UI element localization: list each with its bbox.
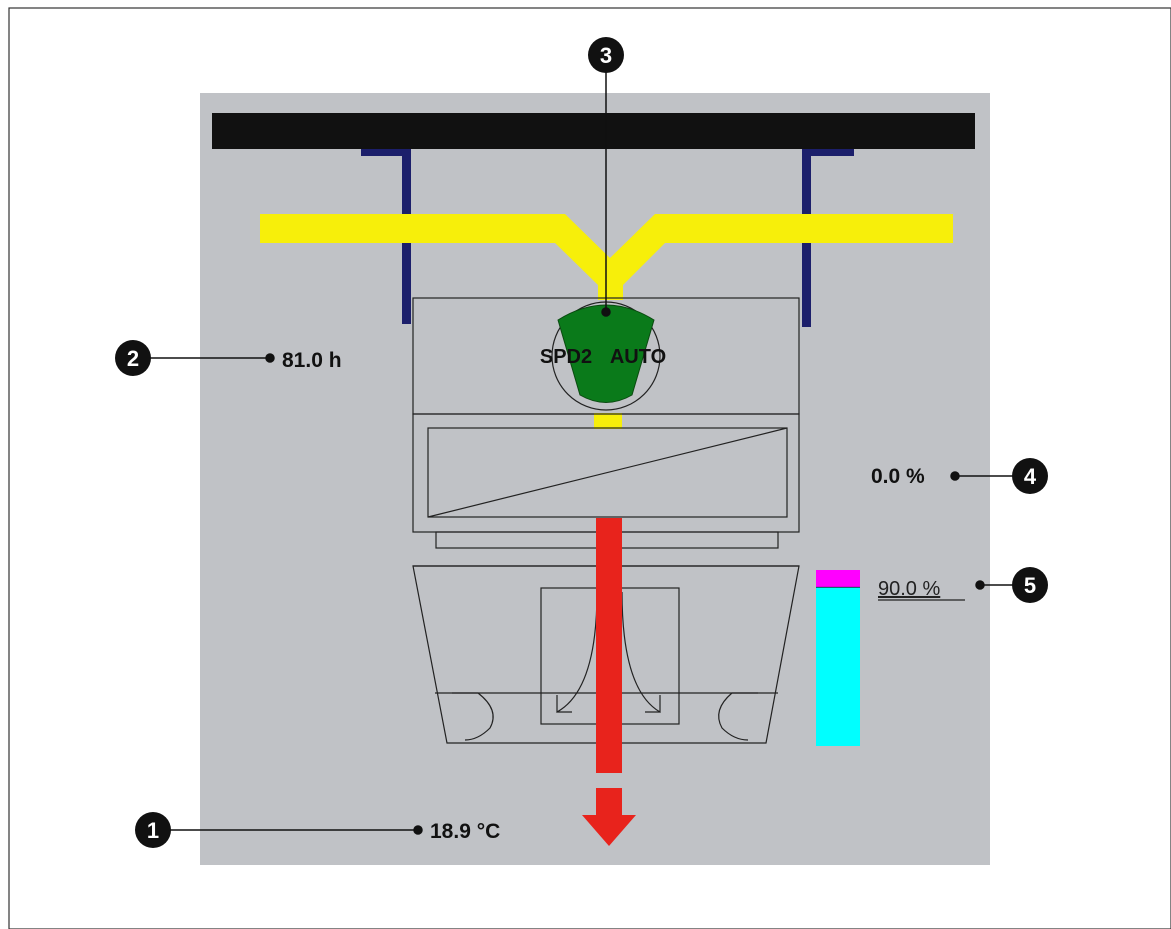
heat-exchanger-diagonal <box>427 427 788 518</box>
callout-2-number: 2 <box>127 346 139 371</box>
heat-exchanger <box>427 427 788 518</box>
diffuser-right-curve <box>621 591 661 714</box>
callout-1: 1 <box>135 812 171 848</box>
nozzle-right-vane <box>718 692 758 741</box>
callout-3: 3 <box>588 37 624 73</box>
fan-rotor <box>557 304 655 403</box>
callout-5: 5 <box>1012 567 1048 603</box>
callout-leaders <box>150 60 1030 835</box>
callout-1-number: 1 <box>147 818 159 843</box>
duct-connector <box>594 413 622 429</box>
setpoint-percent-readout[interactable]: 90.0 % <box>878 578 940 600</box>
nozzle-left-vane <box>452 692 494 741</box>
output-percent-readout: 0.0 % <box>871 465 925 488</box>
callout-4: 4 <box>1012 458 1048 494</box>
unit-label: SPD2 <box>540 346 592 368</box>
callout-2: 2 <box>115 340 151 376</box>
damper-level-bar <box>816 570 860 746</box>
callout-5-number: 5 <box>1024 573 1036 598</box>
level-bar-fill <box>816 587 860 746</box>
callout-4-number: 4 <box>1024 464 1037 489</box>
runtime-readout: 81.0 h <box>282 349 342 372</box>
mounting-rail <box>212 113 975 149</box>
callout-3-number: 3 <box>600 43 612 68</box>
airflow-indicator <box>582 518 636 846</box>
level-bar-marker <box>816 570 860 588</box>
mode-label: AUTO <box>610 346 666 368</box>
temperature-readout: 18.9 °C <box>430 820 500 843</box>
